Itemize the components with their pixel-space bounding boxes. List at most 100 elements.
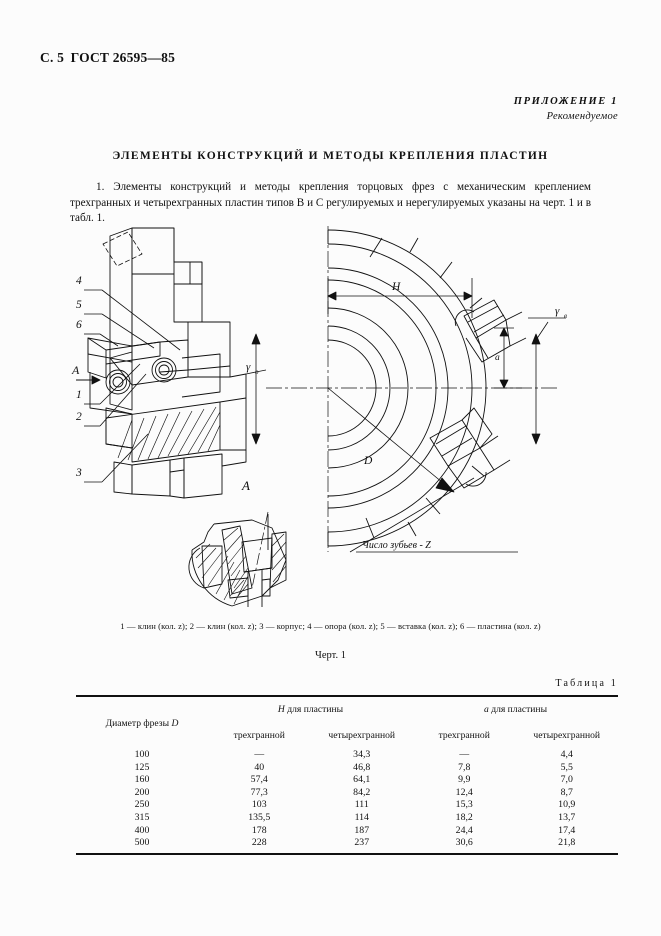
table-body: 100 — 34,3 — 4,4 125 40 46,8 7,8 5,5 160… (76, 749, 618, 855)
header-group-a-text: для пластины (491, 704, 548, 716)
table-row: 250 103 111 15,3 10,9 (76, 799, 618, 812)
standard-number: ГОСТ 26595—85 (70, 50, 176, 65)
cell-h-three: 57,4 (250, 774, 268, 786)
cell-h-three: 135,5 (248, 811, 271, 823)
cell-h-four: 111 (354, 799, 369, 811)
table-row: 100 — 34,3 — 4,4 (76, 749, 618, 762)
table-row: 200 77,3 84,2 12,4 8,7 (76, 787, 618, 800)
cell-diameter: 250 (134, 799, 150, 811)
header-a-four: четырехгранной (533, 730, 601, 742)
section-view-label-a: A (241, 478, 250, 493)
dashed-insert-outline (102, 231, 143, 267)
cell-h-three: 178 (251, 824, 267, 836)
cell-a-three: 7,8 (458, 761, 471, 773)
dimension-h-line (327, 278, 473, 318)
cell-a-three: 30,6 (413, 837, 516, 855)
cell-h-four: 46,8 (353, 761, 371, 773)
dimension-label-a: a (495, 353, 500, 363)
callout-3: 3 (75, 467, 82, 479)
cutting-insert-bottom (429, 407, 495, 489)
cell-diameter: 160 (134, 774, 150, 786)
appendix-subtitle: Рекомендуемое (546, 111, 618, 123)
table-header-row-subs: трехгранной четырехгранной трехгранной ч… (76, 723, 618, 750)
cell-a-four: 4,4 (560, 749, 573, 760)
cell-diameter: 125 (134, 761, 150, 773)
callout-2: 2 (76, 411, 82, 423)
teeth-note-leader (349, 477, 518, 553)
angle-gamma-o (245, 333, 267, 445)
cell-h-four: 187 (354, 824, 370, 836)
header-group-h: H для пластины (208, 695, 413, 723)
figure-caption: Черт. 1 (315, 650, 346, 661)
header-diameter-symbol: D (171, 717, 179, 729)
cell-a-four: 10,9 (558, 799, 576, 811)
callout-5: 5 (76, 299, 82, 311)
callout-4: 4 (76, 275, 82, 287)
cutting-insert-top (454, 299, 511, 363)
parameters-table: Диаметр фрезы D H для пластины a для пла… (76, 695, 618, 855)
cell-h-four: 34,3 (353, 749, 371, 760)
header-h-four: четырехгранной (328, 730, 396, 742)
appendix-block: ПРИЛОЖЕНИЕ 1 Рекомендуемое (514, 94, 618, 124)
cell-a-three: 24,4 (455, 824, 473, 836)
intro-paragraph: 1. Элементы конструкций и методы креплен… (70, 180, 591, 227)
header-a-three: трехгранной (438, 730, 490, 742)
table-row: 125 40 46,8 7,8 5,5 (76, 762, 618, 775)
table-header-row-groups: Диаметр фрезы D H для пластины a для пла… (76, 695, 618, 749)
dimension-d-line (327, 387, 455, 493)
header-group-h-text: для пластины (287, 704, 344, 716)
cell-a-four: 5,5 (560, 761, 573, 773)
angle-label-gamma-o-sub: о (255, 368, 259, 376)
section-mark-a: A (71, 363, 80, 377)
page-title: ЭЛЕМЕНТЫ КОНСТРУКЦИЙ И МЕТОДЫ КРЕПЛЕНИЯ … (112, 150, 549, 162)
table-label: Таблица 1 (555, 678, 618, 689)
cell-a-three: — (459, 749, 470, 760)
paragraph-number: 1. (96, 181, 105, 193)
running-header: С. 5 ГОСТ 26595—85 (40, 50, 175, 66)
header-group-h-symbol: H (277, 704, 285, 716)
header-diameter: Диаметр фрезы D (76, 695, 208, 749)
table-row: 160 57,4 64,1 9,9 7,0 (76, 774, 618, 787)
cell-a-three: 9,9 (458, 774, 471, 786)
table-row: 315 135,5 114 18,2 13,7 (76, 812, 618, 825)
cell-diameter: 200 (134, 786, 150, 798)
cell-a-four: 13,7 (558, 811, 576, 823)
appendix-title: ПРИЛОЖЕНИЕ 1 (513, 96, 618, 107)
cell-a-four: 21,8 (515, 837, 618, 855)
section-arrow-a (76, 375, 101, 385)
header-group-a: a для пластины (413, 695, 618, 723)
drawing-labels: 4 5 6 1 2 3 A H D a γ в γ о Число зубьев… (71, 275, 567, 551)
cell-h-four: 64,1 (353, 774, 371, 786)
table-row: 500 228 237 30,6 21,8 (76, 837, 618, 855)
dimension-label-d: D (363, 455, 373, 467)
cell-h-four: 84,2 (353, 786, 371, 798)
table-head: Диаметр фрезы D H для пластины a для пла… (76, 695, 618, 750)
callout-6: 6 (76, 319, 82, 331)
angle-gamma-v (528, 317, 566, 445)
header-group-a-symbol: a (483, 704, 489, 716)
milling-cutter-drawing-svg: 4 5 6 1 2 3 A H D a γ в γ о Число зубьев… (71, 226, 567, 607)
center-lines (266, 226, 560, 552)
cell-a-three: 18,2 (455, 811, 473, 823)
cell-a-three: 15,3 (455, 799, 473, 811)
cell-diameter: 100 (134, 749, 150, 760)
dimension-label-h: H (391, 281, 401, 293)
technical-drawing: 4 5 6 1 2 3 A H D a γ в γ о Число зубьев… (70, 222, 591, 607)
header-h-three: трехгранной (233, 730, 285, 742)
cell-h-four: 237 (310, 837, 413, 855)
face-view (266, 226, 560, 552)
dimension-a-line (494, 327, 522, 389)
angle-label-gamma-v-sub: в (564, 312, 567, 320)
callout-1: 1 (76, 389, 82, 401)
cell-diameter: 315 (134, 811, 150, 823)
cell-diameter: 400 (134, 824, 150, 836)
cell-a-four: 17,4 (558, 824, 576, 836)
cell-h-three: 228 (208, 837, 311, 855)
cell-h-three: 77,3 (250, 786, 268, 798)
cell-h-three: — (254, 749, 265, 760)
figure-legend: 1 — клин (кол. z); 2 — клин (кол. z); 3 … (120, 621, 541, 631)
cell-a-three: 12,4 (455, 786, 473, 798)
cell-h-four: 114 (354, 811, 369, 823)
callout-leaders (84, 289, 181, 483)
paragraph-text: Элементы конструкций и методы крепления … (70, 181, 592, 224)
